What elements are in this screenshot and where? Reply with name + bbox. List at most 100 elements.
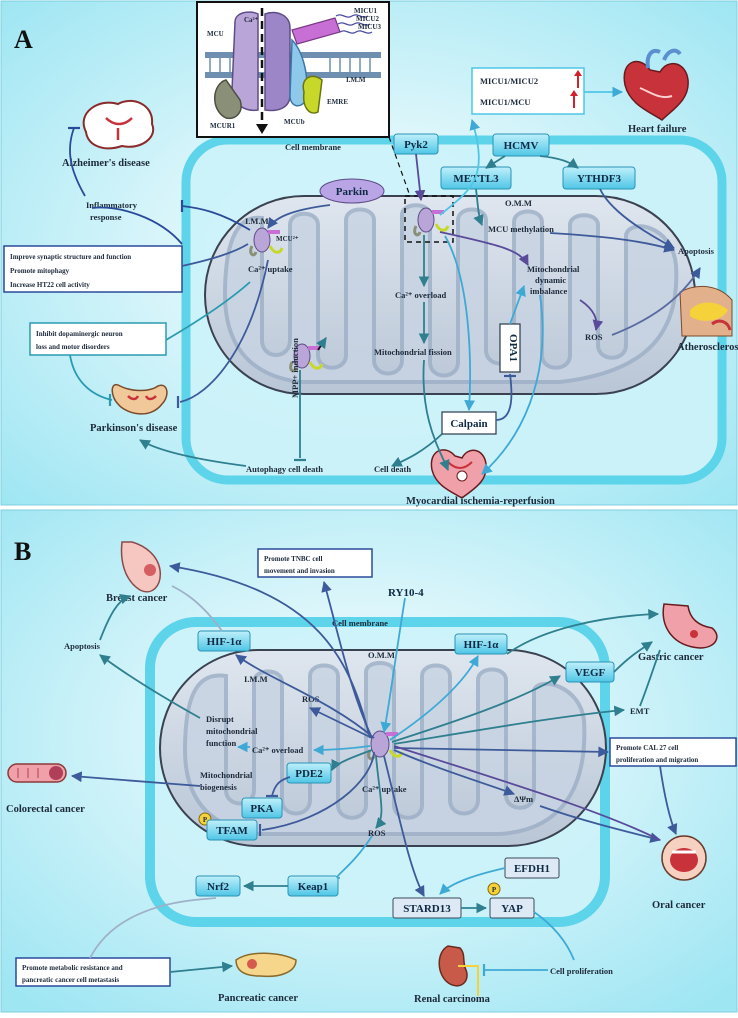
ros-mid-label: ROS (368, 828, 386, 838)
disrupt-line3: function (206, 738, 237, 748)
cell-death-label: Cell death (374, 464, 411, 474)
mcu-small-label: MCU²⁺ (276, 235, 299, 243)
calpain-label: Calpain (450, 418, 487, 430)
breast-cancer-label: Breast cancer (106, 593, 168, 604)
tfam-node: TFAM (206, 819, 258, 841)
hif-left-node: HIF-1α (197, 630, 251, 652)
pde2-node: PDE2 (286, 762, 332, 784)
ros-label-a: ROS (585, 332, 603, 342)
vegf-node: VEGF (565, 661, 615, 683)
mito-bio-line1: Mitochondrial (200, 770, 253, 780)
kidney-icon (438, 945, 479, 996)
panel-a: A Cell membrane I.M.M O.M.M (0, 0, 738, 507)
pka-node: PKA (241, 797, 283, 819)
inset-mcur1-label: MCUR1 (210, 122, 236, 130)
dopaminergic-box: Inhibit dopaminergic neuron loss and mot… (29, 322, 167, 356)
phospho-tfam-label: P (203, 816, 208, 824)
omm-label-a: O.M.M (505, 198, 532, 208)
opa1-label: OPA1 (507, 334, 519, 362)
stomach-icon (662, 603, 718, 649)
pyk2-label: Pyk2 (404, 139, 428, 151)
heart-icon (623, 48, 689, 121)
ca-uptake-label-b: Ca²⁺ uptake (362, 784, 407, 794)
ythdf3-node: YTHDF3 (562, 166, 636, 190)
mettl3-label: METTL3 (453, 173, 499, 185)
yap-node: YAP (489, 897, 535, 919)
vegf-label: VEGF (575, 667, 606, 679)
tnbc-box: Promote TNBC cell movement and invasion (257, 548, 373, 578)
ca-uptake-label-a: Ca²⁺ uptake (248, 264, 293, 274)
ythdf3-label: YTHDF3 (577, 173, 622, 185)
opa1-node: OPA1 (499, 323, 521, 373)
mito-dynamic-line2: dynamic (535, 275, 566, 285)
dopaminergic-line2: loss and motor disorders (36, 343, 110, 351)
gastric-cancer-label: Gastric cancer (638, 652, 704, 663)
inset-micu2-label: MICU2 (356, 15, 379, 23)
mcu-glyph-a-main (413, 207, 450, 237)
keap1-node: Keap1 (287, 875, 339, 897)
stard13-node: STARD13 (392, 897, 462, 919)
colorectal-label: Colorectal cancer (6, 804, 85, 815)
ry10-4-label: RY10-4 (388, 587, 424, 599)
mouth-icon (661, 835, 707, 881)
efdh1-node: EFDH1 (504, 857, 560, 879)
tfam-label: TFAM (216, 825, 248, 837)
pyk2-node: Pyk2 (393, 133, 439, 155)
brainstem-icon (111, 383, 168, 415)
cell-membrane-label-a: Cell membrane (285, 142, 341, 152)
inset-ca-label: Ca²⁺ (244, 16, 259, 24)
apoptosis-label-b: Apoptosis (64, 641, 101, 651)
inset-imm-label: I.M.M (346, 76, 366, 84)
delta-psi-label: ΔΨm (514, 794, 533, 804)
atherosclerosis-label: Atherosclerosis (677, 342, 738, 353)
oral-cancer-label: Oral cancer (652, 900, 706, 911)
synaptic-line2: Promote mitophagy (10, 267, 70, 275)
mito-fission-label: Mitochondrial fission (374, 347, 452, 357)
panel-a-letter: A (14, 25, 33, 54)
micu-ratio-line1: MICU1/MICU2 (480, 76, 538, 86)
breast-icon (120, 541, 161, 593)
pde2-label: PDE2 (295, 768, 323, 780)
efdh1-label: EFDH1 (514, 863, 550, 875)
brain-icon (82, 99, 155, 150)
cal27-line2: proliferation and migration (616, 756, 698, 764)
pancreatic-line1: Promote metabolic resistance and (22, 964, 123, 972)
synaptic-box: Improve synaptic structure and function … (3, 245, 183, 293)
mcu-focus-box (404, 195, 454, 243)
artery-plaque-icon (679, 285, 733, 337)
inset-mcu-label: MCU (207, 30, 224, 38)
omm-label-b: O.M.M (368, 650, 395, 660)
pancreatic-line2: pancreatic cancer cell metastasis (22, 976, 119, 984)
parkin-node: Parkin (319, 178, 385, 204)
inset-micu1-label: MICU1 (354, 7, 377, 15)
mito-dynamic-line1: Mitochondrial (527, 264, 580, 274)
disrupt-line2: mitochondrial (206, 726, 258, 736)
pka-label: PKA (250, 803, 273, 815)
phospho-yap-badge: P (487, 882, 501, 896)
phospho-yap-label: P (492, 886, 497, 894)
mcu-methylation-label: MCU methylation (488, 224, 554, 234)
cell-prolif-label: Cell proliferation (550, 966, 613, 976)
tnbc-line1: Promote TNBC cell (264, 555, 323, 563)
inset-micu3-label: MICU3 (358, 23, 381, 31)
panel-b-arrows (70, 562, 678, 976)
emre-subunit (302, 75, 323, 114)
mcu-glyph-a-lower (289, 343, 324, 373)
hcmv-node: HCMV (492, 133, 550, 157)
nrf2-label: Nrf2 (207, 881, 229, 893)
ca-overload-label-b: Ca²⁺ overload (252, 745, 303, 755)
renal-label: Renal carcinoma (414, 994, 491, 1005)
hif-left-label: HIF-1α (207, 636, 243, 648)
synaptic-line1: Improve synaptic structure and function (10, 253, 131, 261)
inflammatory-line2: response (90, 212, 122, 222)
micu-ratio-box: MICU1/MICU2 MICU1/MCU (471, 67, 585, 115)
inset-mcub-label: MCUb (284, 118, 305, 126)
apoptosis-label-a: Apoptosis (678, 246, 715, 256)
mitochondrion-a (204, 195, 696, 395)
mcur1-subunit (214, 79, 242, 120)
cell-membrane-label-b: Cell membrane (332, 618, 388, 628)
synaptic-line3: Increase HT22 cell activity (10, 281, 90, 289)
myocardial-label: Myocardial ischemia-reperfusion (406, 496, 555, 507)
